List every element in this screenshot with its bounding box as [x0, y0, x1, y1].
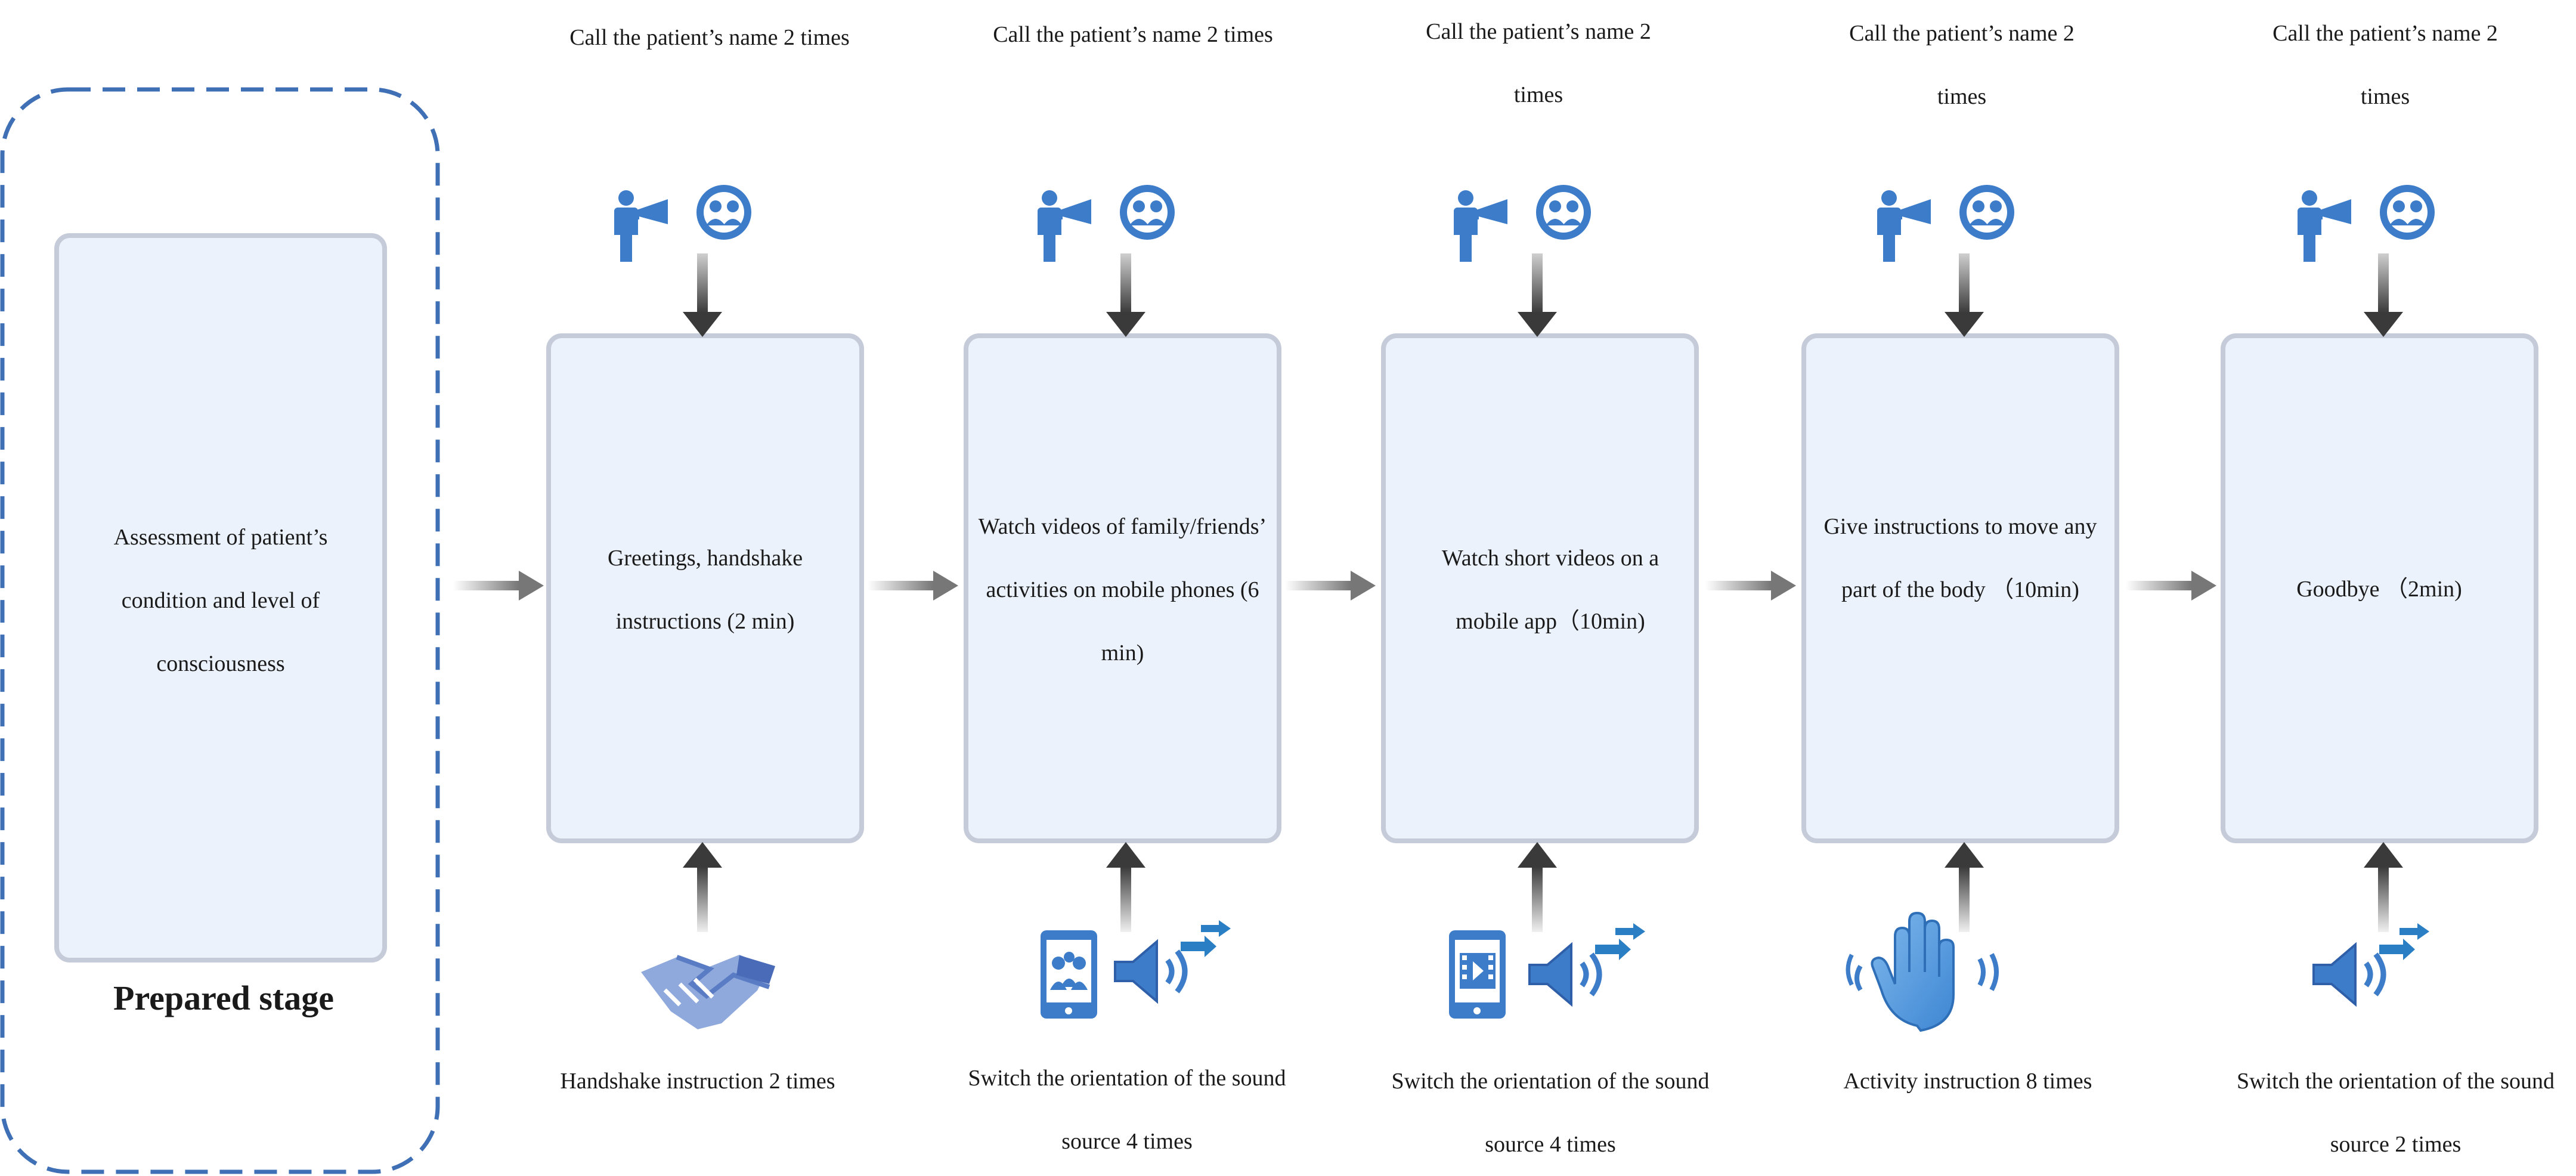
step-box-1	[546, 333, 864, 843]
arrow-step2-to-step3	[1285, 571, 1376, 601]
step-1-bottom-text: Handshake instruction 2 times	[560, 1069, 835, 1094]
arrow-step4-to-step5	[2126, 571, 2216, 601]
step-2-bottom-text: Switch the orientation of the sound sour…	[968, 1066, 1286, 1154]
call-name-icon-2	[1038, 185, 1175, 262]
family-photo-phone-icon	[1041, 930, 1097, 1019]
step-box-2	[964, 333, 1281, 843]
horizontal-arrows	[453, 571, 2216, 601]
step-4-box-text: Give instructions to move any part of th…	[1823, 514, 2097, 602]
arrow-step3-to-step4	[1705, 571, 1796, 601]
step-5-box-text: Goodbye （2min)	[2296, 577, 2462, 602]
step-3-box-text: Watch short videos on a mobile app（10min…	[1441, 546, 1659, 634]
prepared-stage-title: Prepared stage	[113, 979, 334, 1017]
prepared-stage-box	[54, 233, 387, 963]
down-arrow-3	[1518, 253, 1557, 337]
step-4-bottom-text: Activity instruction 8 times	[1843, 1069, 2092, 1094]
handshake-icon	[641, 955, 775, 1029]
call-name-icon-1	[614, 185, 751, 262]
arrow-step1-to-step2	[868, 571, 958, 601]
step-4-top-text: Call the patient’s name 2 times	[1849, 21, 2075, 109]
up-arrow-2	[1106, 842, 1145, 932]
down-arrow-1	[683, 253, 722, 337]
call-name-icon-5	[2298, 185, 2435, 262]
step-box-5	[2221, 333, 2538, 843]
step-3-top-text: Call the patient’s name 2 times	[1426, 19, 1651, 107]
step-2-box-text: Watch videos of family/friends’ activiti…	[978, 514, 1267, 666]
step-1-box-text: Greetings, handshake instructions (2 min…	[607, 546, 803, 634]
step-1-top-text: Call the patient’s name 2 times	[569, 25, 850, 50]
down-arrow-2	[1106, 253, 1145, 337]
step-5-bottom-text: Switch the orientation of the sound sour…	[2237, 1069, 2555, 1157]
up-arrow-4	[1945, 842, 1984, 932]
arrow-prep-to-step1	[453, 571, 544, 601]
speaker-icon-3	[1528, 923, 1645, 1007]
video-phone-icon	[1449, 930, 1506, 1019]
up-arrow-5	[2364, 842, 2403, 932]
call-name-icon-4	[1877, 185, 2014, 262]
waving-hand-icon	[1846, 911, 1999, 1032]
call-name-icon-3	[1454, 185, 1591, 262]
down-arrow-4	[1945, 253, 1984, 337]
prepared-stage-dashed-frame	[0, 87, 440, 1174]
up-arrow-3	[1518, 842, 1557, 932]
prepared-stage-box-text: Assessment of patient’s condition and le…	[113, 525, 328, 676]
down-arrow-5	[2364, 253, 2403, 337]
speaker-icon-2	[1114, 920, 1231, 1004]
step-3-bottom-text: Switch the orientation of the sound sour…	[1391, 1069, 1710, 1157]
step-box-4	[1801, 333, 2119, 843]
vertical-arrows	[683, 253, 2403, 932]
up-arrow-1	[683, 842, 722, 932]
step-5-top-text: Call the patient’s name 2 times	[2272, 21, 2498, 109]
step-box-3	[1381, 333, 1699, 843]
step-2-top-text: Call the patient’s name 2 times	[993, 22, 1273, 47]
speaker-icon-5	[2312, 923, 2429, 1007]
